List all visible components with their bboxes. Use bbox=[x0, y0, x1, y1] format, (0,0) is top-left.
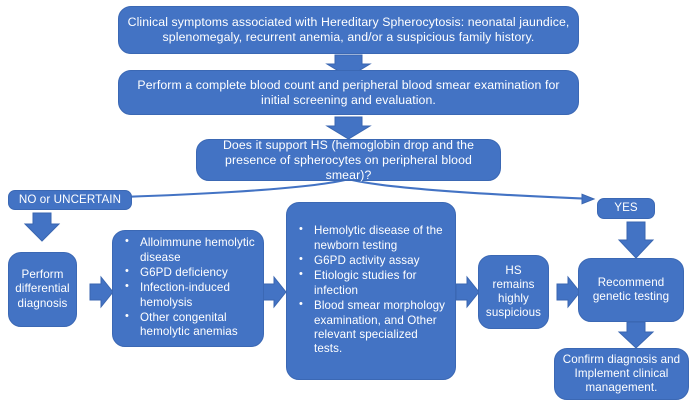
node-clinical-symptoms[interactable]: Clinical symptoms associated with Heredi… bbox=[118, 6, 579, 54]
node-hs-remains-highly-suspicious-text: HS remains highly suspicious bbox=[485, 263, 542, 320]
block-arrow-yes-to-genetic bbox=[617, 221, 655, 259]
node-confirm-diagnosis-text: Confirm diagnosis and Implement clinical… bbox=[562, 352, 681, 395]
node-branch-no-or-uncertain[interactable]: NO or UNCERTAIN bbox=[8, 190, 132, 210]
workup-tests-items: Hemolytic disease of the newborn testing… bbox=[293, 223, 447, 357]
list-item: G6PD deficiency bbox=[119, 265, 255, 280]
list-item: Blood smear morphology examination, and … bbox=[293, 298, 447, 357]
node-perform-differential-diagnosis[interactable]: Perform differential diagnosis bbox=[8, 252, 77, 327]
node-hs-remains-highly-suspicious[interactable]: HS remains highly suspicious bbox=[478, 255, 549, 329]
node-workup-tests-list[interactable]: Hemolytic disease of the newborn testing… bbox=[286, 202, 456, 380]
node-differential-causes-list[interactable]: Alloimmune hemolytic disease G6PD defici… bbox=[112, 230, 264, 347]
list-item: Other congenital hemolytic anemias bbox=[119, 310, 255, 340]
block-arrow-hs-to-genetic bbox=[556, 275, 581, 309]
node-confirm-diagnosis[interactable]: Confirm diagnosis and Implement clinical… bbox=[554, 348, 689, 400]
node-recommend-genetic-testing-text: Recommend genetic testing bbox=[592, 275, 670, 303]
node-screening[interactable]: Perform a complete blood count and perip… bbox=[118, 70, 579, 115]
curved-arrow-decision-to-yes bbox=[351, 178, 596, 205]
block-arrow-screening-to-decision bbox=[325, 116, 372, 140]
list-item: Infection-induced hemolysis bbox=[119, 280, 255, 310]
list-item: Hemolytic disease of the newborn testing bbox=[293, 223, 447, 253]
block-arrow-list-to-workup bbox=[262, 275, 287, 309]
block-arrow-no-to-differential bbox=[23, 212, 61, 242]
differential-causes-items: Alloimmune hemolytic disease G6PD defici… bbox=[119, 235, 255, 341]
node-clinical-symptoms-text: Clinical symptoms associated with Heredi… bbox=[127, 15, 570, 44]
node-branch-yes-label: YES bbox=[614, 201, 638, 215]
node-decision-hs-support-text: Does it support HS (hemoglobin drop and … bbox=[222, 137, 475, 182]
node-screening-text: Perform a complete blood count and perip… bbox=[137, 77, 560, 107]
node-branch-no-label: NO or UNCERTAIN bbox=[18, 192, 122, 206]
list-item: G6PD activity assay bbox=[293, 253, 447, 268]
block-arrow-workup-to-hs bbox=[455, 275, 480, 309]
node-recommend-genetic-testing[interactable]: Recommend genetic testing bbox=[578, 258, 684, 322]
block-arrow-genetic-to-confirm bbox=[617, 321, 655, 349]
node-decision-hs-support[interactable]: Does it support HS (hemoglobin drop and … bbox=[196, 137, 501, 182]
list-item: Etiologic studies for infection bbox=[293, 268, 447, 298]
list-item: Alloimmune hemolytic disease bbox=[119, 235, 255, 265]
node-branch-yes[interactable]: YES bbox=[597, 198, 655, 219]
node-perform-differential-diagnosis-text: Perform differential diagnosis bbox=[15, 268, 70, 310]
block-arrow-differential-to-list bbox=[89, 275, 114, 309]
